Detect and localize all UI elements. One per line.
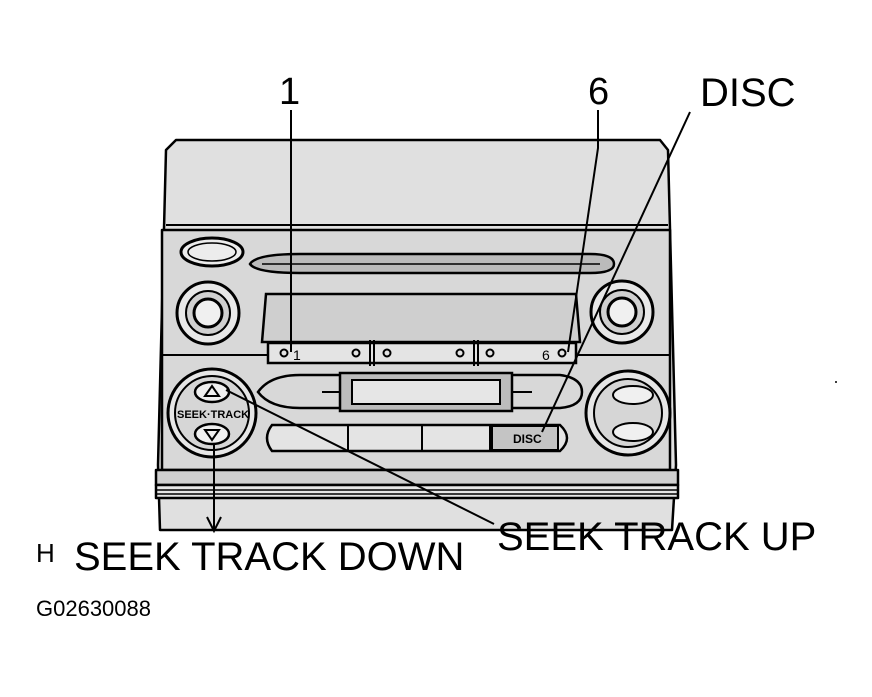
callout-disc: DISC [700,71,796,115]
disc-button[interactable] [491,425,559,451]
display-window [260,292,582,344]
tune-knob[interactable] [589,279,655,345]
seek-down-button[interactable] [193,422,231,446]
power-button[interactable] [179,236,245,268]
volume-knob[interactable] [175,280,241,346]
disc-button-label: DISC [513,432,542,446]
preset-6-label: 6 [542,347,550,363]
seek-track-rocker: SEEK·TRACK [166,367,258,459]
preset-1-label: 1 [293,347,301,363]
seek-track-label: SEEK·TRACK [177,409,249,421]
preset-1-button[interactable] [279,348,289,358]
preset-buttons: 1 6 [266,340,578,366]
mode-buttons: DISC [265,423,569,453]
callout-h-marker: H [36,538,55,568]
callout-seek-track-up: SEEK TRACK UP [497,515,817,559]
figure-id: G02630088 [36,596,151,621]
leader-lines [213,110,691,531]
trim-band [154,468,680,487]
callout-preset-1: 1 [279,71,301,113]
callout-preset-6: 6 [588,71,610,113]
seek-up-button[interactable] [193,380,231,404]
callout-seek-track-down: SEEK TRACK DOWN [74,535,465,579]
preset-6-button[interactable] [557,348,567,358]
right-rocker[interactable] [584,369,672,457]
cassette-slot [256,371,584,413]
